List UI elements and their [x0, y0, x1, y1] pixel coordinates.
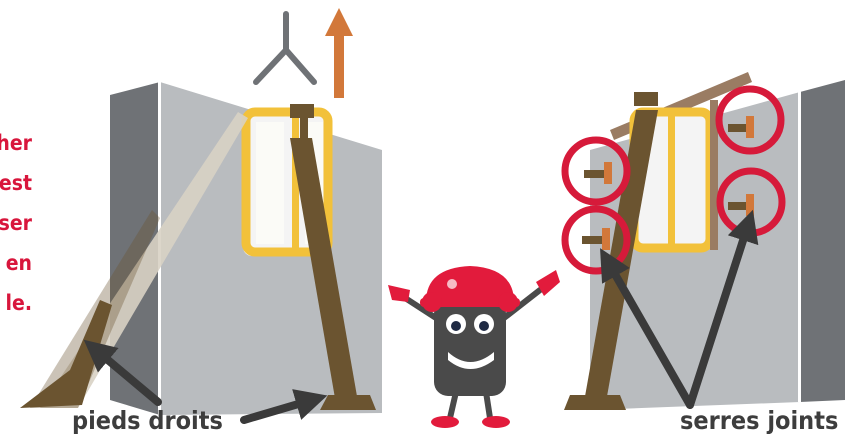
mascot-helmet [426, 266, 514, 302]
lift-hook-icon [253, 11, 317, 85]
mascot-smile [448, 352, 494, 369]
left-window-pane [256, 122, 284, 244]
up-arrow-icon [325, 8, 353, 98]
mascot-pupil [451, 321, 461, 331]
left-struts [20, 104, 376, 410]
clamp-highlight-circle [561, 136, 631, 206]
clamp-bar [584, 170, 608, 178]
mascot-body [434, 300, 506, 396]
clamp-highlight-circle [561, 205, 631, 275]
label-serres-joints: serres joints [680, 406, 839, 435]
mascot-pupil [479, 321, 489, 331]
caption-fragment: en [5, 251, 32, 275]
clamp-jaw [604, 162, 612, 184]
clamp-bar [728, 124, 752, 132]
clamp-bar [728, 202, 752, 210]
right-wall-edge [798, 90, 801, 402]
mascot-leg-left [447, 391, 459, 419]
mascot-helmet-brim [420, 298, 520, 307]
clamps [582, 116, 754, 250]
strut-shadow [30, 210, 160, 408]
clamp-bar [582, 236, 606, 244]
clamp-jaw [602, 228, 610, 250]
strut-top-post [300, 104, 308, 140]
right-wall-side [800, 80, 845, 402]
mascot-arm-right [501, 287, 543, 321]
pointer-arrow-icon [600, 248, 694, 409]
mascot-character [388, 266, 560, 428]
pointer-arrow-icon [686, 209, 759, 409]
strut-right [290, 138, 358, 404]
pointer-arrow-icon [240, 389, 328, 424]
strut-right-panel-base [564, 395, 626, 410]
left-window-mullion [292, 117, 299, 249]
caption-fragment: le. [5, 291, 32, 315]
label-pieds-droits: pieds droits [72, 406, 223, 435]
mascot-ear-protector [498, 292, 518, 312]
clamp-highlight-circle [715, 85, 785, 155]
pointer-arrow-icon [83, 339, 162, 406]
caption-fragment: est [0, 171, 32, 195]
caption-fragment: her [0, 131, 32, 155]
strut-foot-left [20, 300, 112, 408]
mascot-leg-right [483, 391, 493, 419]
mascot-ear-protector [422, 292, 442, 312]
clamp-jaw [746, 194, 754, 216]
mascot-foot-right [482, 416, 510, 428]
strut-top-block [634, 92, 658, 106]
pointer-arrows [83, 209, 759, 424]
left-window-frame [241, 107, 333, 257]
right-window-jamb [710, 100, 718, 250]
right-window-mullion [668, 116, 675, 244]
caption-fragment: ser [0, 211, 32, 235]
mascot-helmet-highlight [447, 279, 457, 289]
strut-right-base [320, 395, 376, 410]
mascot-foot-left [431, 416, 459, 428]
mascot-hand-right [536, 270, 560, 296]
mascot-hand-left [388, 285, 410, 302]
clamp-jaw [746, 116, 754, 138]
